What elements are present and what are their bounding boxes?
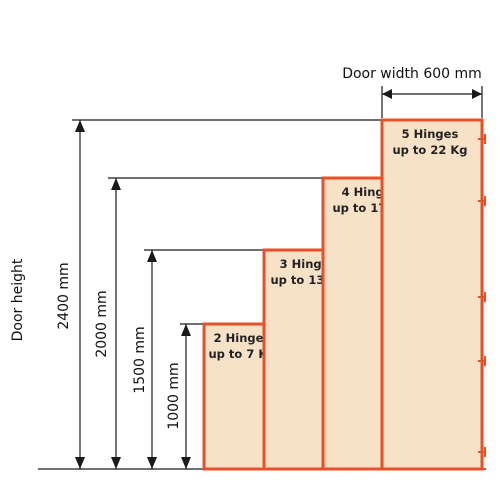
hinge-icon: [478, 447, 486, 457]
height-arrow-bottom-1000: [181, 457, 191, 469]
hinge-icon: [478, 196, 486, 206]
height-label-1000: 1000 mm: [166, 362, 182, 429]
height-arrow-bottom-2400: [75, 457, 85, 469]
height-label-1500: 1500 mm: [132, 326, 148, 393]
height-arrow-top-2400: [75, 120, 85, 132]
width-arrow-left: [382, 89, 392, 99]
hinge-icon: [478, 292, 486, 302]
hinge-icon: [478, 356, 486, 366]
hinges-label-1000: 2 Hinges: [214, 331, 271, 345]
height-label-2000: 2000 mm: [94, 290, 110, 357]
width-arrow-right: [472, 89, 482, 99]
load-label-2400: up to 22 Kg: [393, 143, 468, 157]
door-2400: [380, 118, 484, 471]
door-height-title: Door height: [10, 258, 26, 341]
load-label-1000: up to 7 Kg: [209, 347, 276, 361]
hinges-door-2400: [478, 134, 486, 457]
height-arrow-bottom-1500: [147, 457, 157, 469]
height-arrow-top-1500: [147, 250, 157, 262]
hinges-label-2400: 5 Hinges: [402, 127, 459, 141]
height-arrow-bottom-2000: [111, 457, 121, 469]
height-label-2400: 2400 mm: [56, 262, 72, 329]
hinge-icon: [478, 134, 486, 144]
door-width-label: Door width 600 mm: [342, 66, 482, 82]
height-arrow-top-1000: [181, 324, 191, 336]
height-arrow-top-2000: [111, 178, 121, 190]
